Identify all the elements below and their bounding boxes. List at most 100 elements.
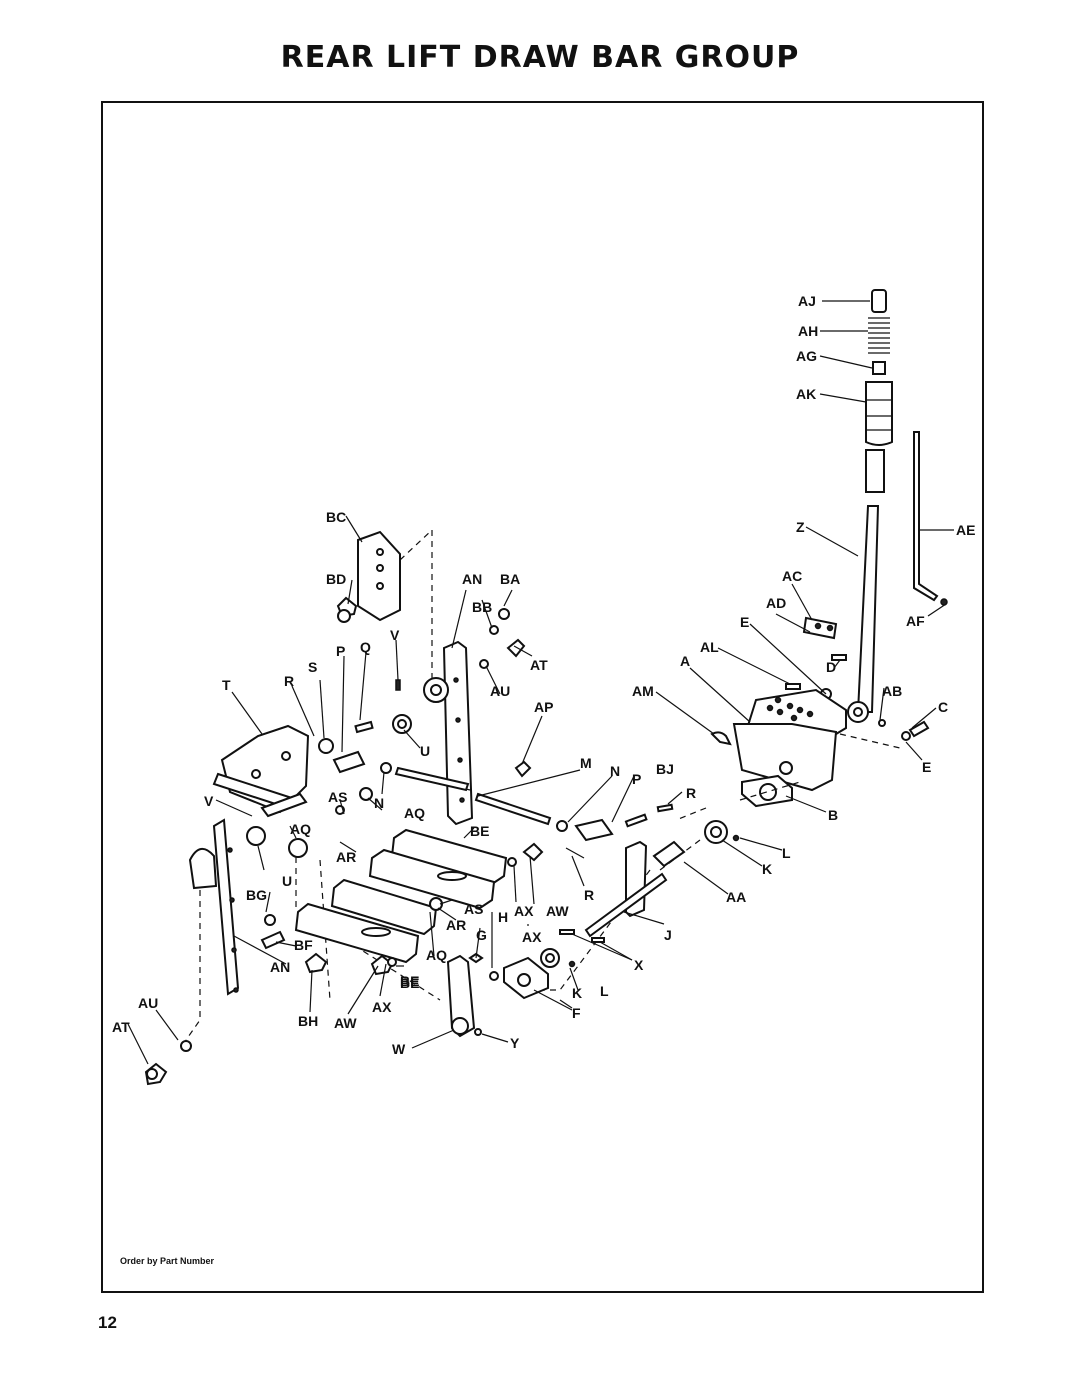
part-shaft-j (584, 872, 668, 938)
callout-label: AQ (426, 947, 447, 963)
part-nut-e2 (901, 731, 911, 741)
part-arm-an2 (212, 818, 240, 996)
callout-label: AX (514, 903, 534, 919)
callout-label: G (476, 927, 487, 943)
part-rod-m (474, 792, 552, 826)
callout-label: R (284, 673, 294, 689)
part-pin-bj (624, 813, 648, 828)
callout-label: AR (336, 849, 356, 865)
callout-label: AG (796, 348, 817, 364)
callout-label: AN (270, 959, 290, 975)
part-setscrew-l (732, 834, 740, 842)
part-nut-n (380, 762, 392, 774)
callout-label: B (828, 807, 838, 823)
lever-assembly (704, 289, 948, 844)
callout-label: Y (510, 1035, 520, 1051)
callout-label: BE (470, 823, 489, 839)
part-nut-ba (498, 608, 510, 620)
part-bolt-aw2 (522, 842, 544, 862)
callout-label: AA (726, 889, 746, 905)
callout-labels: AJ AH AG AK AE Z AC AD AF E AL D A AM AB… (112, 293, 975, 1057)
part-sleeve (865, 449, 885, 493)
callout-label: BA (500, 571, 520, 587)
arm-an-assembly (423, 608, 532, 826)
callout-label: U (420, 743, 430, 759)
callout-label: AN (462, 571, 482, 587)
callout-label: AD (766, 595, 786, 611)
part-nut-ar (429, 897, 443, 911)
callout-label: F (572, 1005, 581, 1021)
left-bracket-assembly (144, 679, 471, 1086)
callout-label: AT (530, 657, 548, 673)
part-lever-z (856, 505, 880, 713)
callout-label: BE (400, 973, 419, 989)
callout-label: AC (782, 568, 802, 584)
callout-label: AQ (290, 821, 311, 837)
callout-label: AU (490, 683, 510, 699)
callout-label: AT (112, 1019, 130, 1035)
callout-label: AW (334, 1015, 357, 1031)
part-pin-al (785, 683, 801, 690)
part-rod-ae (913, 431, 939, 602)
part-link-be4 (294, 902, 420, 964)
part-nut-n2 (556, 820, 568, 832)
part-clevis-p (332, 750, 366, 774)
callout-label: BG (246, 887, 267, 903)
part-clip-bg (264, 914, 276, 926)
part-pin-r (565, 847, 585, 859)
callout-label: AX (372, 999, 392, 1015)
callout-label: V (390, 627, 400, 643)
callout-label: AW (546, 903, 569, 919)
callout-label: AX (522, 929, 542, 945)
part-washer-ab (878, 719, 886, 727)
callout-label: AH (798, 323, 818, 339)
bracket-assembly (336, 530, 401, 623)
leader-lines (127, 300, 954, 1065)
callout-label: E (922, 759, 931, 775)
callout-label: C (938, 699, 948, 715)
part-knob-cap (871, 289, 887, 313)
callout-label: V (204, 793, 214, 809)
part-segment-gear (188, 848, 218, 890)
callout-label: P (632, 771, 641, 787)
diagram-frame (101, 101, 984, 1293)
callout-label: A (680, 653, 690, 669)
callout-label: J (664, 927, 672, 943)
callout-label: BC (326, 509, 346, 525)
callout-label: Q (360, 639, 371, 655)
callout-label: AP (534, 699, 553, 715)
callout-label: X (634, 957, 644, 973)
callout-label: AR (446, 917, 466, 933)
part-pin-v (260, 792, 308, 818)
part-grip (865, 381, 893, 446)
part-bolt-ap (514, 760, 532, 778)
order-note: Order by Part Number (120, 1256, 215, 1266)
part-collar-u2 (246, 826, 266, 846)
part-bracket-bc (357, 530, 401, 622)
callout-label: BJ (656, 761, 674, 777)
part-nut-aq2 (288, 838, 308, 858)
part-nut-h (489, 971, 499, 981)
part-pin-d (831, 654, 847, 661)
callout-label: R (584, 887, 594, 903)
callout-label: U (282, 873, 292, 889)
part-setscrew-l2 (568, 960, 576, 968)
callout-label: N (610, 763, 620, 779)
page-number: 12 (98, 1313, 117, 1332)
part-clevis-p2 (574, 818, 614, 842)
callout-label: D (826, 659, 836, 675)
part-washer-ax2 (507, 857, 517, 867)
callout-label: W (392, 1041, 406, 1057)
part-key-x (559, 929, 575, 935)
part-spring (868, 317, 890, 354)
part-washer-ag (872, 361, 886, 375)
part-nut-aq (359, 787, 373, 801)
part-pin-bf (260, 930, 286, 950)
rod-m-assembly (474, 792, 674, 842)
callout-label: L (600, 983, 609, 999)
part-link-be3 (330, 878, 438, 936)
callout-label: AS (328, 789, 347, 805)
callout-label: BD (326, 571, 346, 587)
callout-label: L (782, 845, 791, 861)
